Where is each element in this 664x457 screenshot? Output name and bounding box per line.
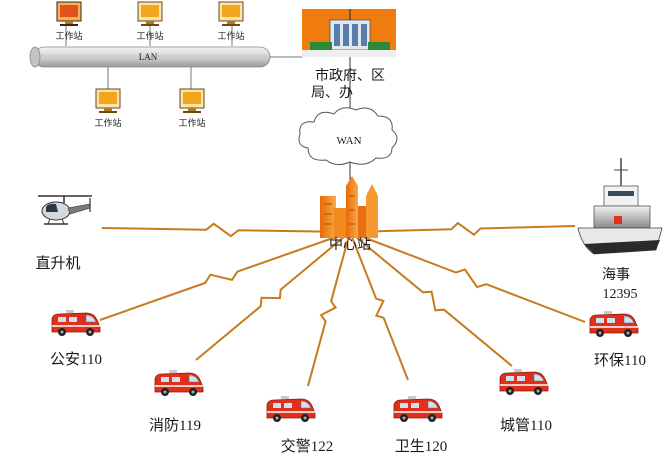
vehicle-police: 公安110 xyxy=(50,309,102,368)
wireless-link-police xyxy=(99,231,351,321)
monitor-icon xyxy=(179,88,205,114)
wireless-link-fire xyxy=(195,231,351,361)
van-icon xyxy=(589,310,639,338)
vehicle-label: 城管110 xyxy=(500,417,552,434)
center-station: 中心站 xyxy=(320,176,378,253)
cloud-icon xyxy=(298,107,398,166)
workstation-label: 工作站 xyxy=(136,30,163,41)
ship-label-line2: 12395 xyxy=(603,287,638,302)
vehicle-urban: 城管110 xyxy=(499,368,552,434)
workstation-label: 工作站 xyxy=(217,30,244,41)
wireless-link-health xyxy=(349,231,409,381)
vehicle-label: 交警122 xyxy=(281,437,334,455)
wireless-link-traffic xyxy=(307,231,351,387)
workstation-2: 工作站 xyxy=(136,1,164,41)
skyscraper-icon xyxy=(320,176,378,238)
wireless-link-helicopter xyxy=(101,222,351,238)
workstation-5: 工作站 xyxy=(178,88,206,128)
ship-icon xyxy=(577,158,663,255)
government-node: 市政府、区 局、办 xyxy=(302,9,396,101)
vehicle-traffic: 交警122 xyxy=(266,395,334,455)
vehicle-fire: 消防119 xyxy=(149,369,204,434)
workstation-label: 工作站 xyxy=(178,117,205,128)
van-icon xyxy=(499,368,549,396)
workstation-label: 工作站 xyxy=(55,30,82,41)
workstation-4: 工作站 xyxy=(94,88,122,128)
government-label-line2: 局、办 xyxy=(311,85,353,101)
helicopter-label: 直升机 xyxy=(35,255,80,272)
center-label: 中心站 xyxy=(329,237,371,253)
monitor-icon xyxy=(95,88,121,114)
wan-node: WAN xyxy=(298,107,398,166)
workstation-label: 工作站 xyxy=(94,117,121,128)
vehicle-label: 卫生120 xyxy=(395,438,448,455)
van-icon xyxy=(154,369,204,397)
ship-label-line1: 海事 xyxy=(602,267,630,283)
vehicle-label: 公安110 xyxy=(50,351,102,368)
vehicle-label: 消防119 xyxy=(149,417,201,434)
workstation-3: 工作站 xyxy=(217,1,245,41)
monitor-icon xyxy=(56,1,82,27)
wireless-link-environment xyxy=(349,231,586,323)
monitor-icon xyxy=(218,1,244,27)
lan-bus: LAN xyxy=(29,26,302,90)
workstation-1: 工作站 xyxy=(55,1,83,41)
lan-label: LAN xyxy=(139,52,158,62)
monitor-icon xyxy=(137,1,163,27)
ship-node: 海事 12395 xyxy=(577,158,663,302)
government-label-line1: 市政府、区 xyxy=(315,67,385,84)
wireless-link-urban xyxy=(349,231,513,367)
van-icon xyxy=(51,309,101,337)
vehicle-label: 环保110 xyxy=(594,352,646,369)
wireless-links xyxy=(99,221,586,387)
helicopter-node: 直升机 xyxy=(35,195,92,272)
wireless-link-ship xyxy=(349,221,576,236)
vehicle-health: 卫生120 xyxy=(393,395,448,455)
helicopter-icon xyxy=(38,195,92,225)
wan-label: WAN xyxy=(336,135,361,147)
van-icon xyxy=(393,395,443,423)
van-icon xyxy=(266,395,316,423)
vehicle-environment: 环保110 xyxy=(589,310,646,369)
